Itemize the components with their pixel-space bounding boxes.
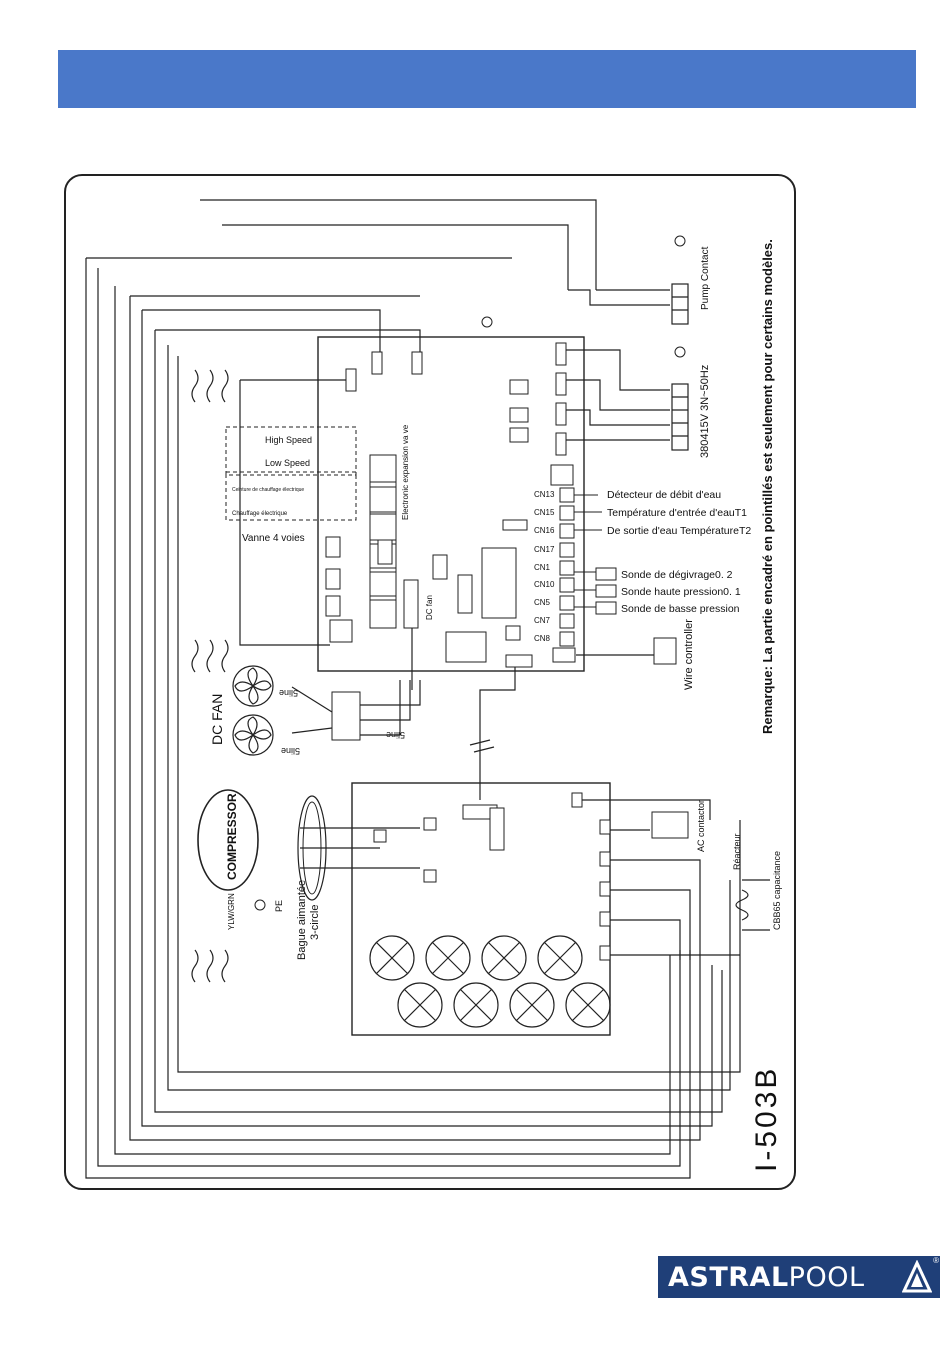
registered-icon: ® <box>933 1256 939 1265</box>
driver-board <box>351 782 611 1036</box>
valve-label: Vanne 4 voies <box>242 533 305 544</box>
compressor-earth-wire: YLW/GRN <box>227 893 236 930</box>
ac-contactor-label: AC contactor <box>696 800 706 852</box>
fan-line-label-2: 5line <box>281 746 300 756</box>
sensor-cn17: CN17 <box>534 545 555 554</box>
sensor-label-cn10: Sonde haute pression0. 1 <box>621 586 741 598</box>
logo-text-bold: ASTRAL <box>668 1261 789 1293</box>
high-speed-label: High Speed <box>265 435 312 445</box>
dc-fan-board-label: DC fan <box>425 595 434 620</box>
dc-fan-title: DC FAN <box>209 694 225 745</box>
fan-line-label-1: 5line <box>279 688 298 698</box>
sensor-cn16: CN16 <box>534 526 555 535</box>
sensor-cn7: CN7 <box>534 616 551 625</box>
power-supply-label: 380415V 3N~50Hz <box>699 365 711 458</box>
compressor-icon <box>197 789 259 891</box>
horizontal-labels: Détecteur de débit d'eau Température d'e… <box>232 435 751 643</box>
fan-line-label-3: 5line <box>386 730 405 740</box>
low-speed-label: Low Speed <box>265 458 310 468</box>
relay-blocks <box>369 454 487 663</box>
model-code: I-503B <box>750 1066 783 1172</box>
astralpool-logo: ASTRALPOOL ® <box>658 1256 940 1298</box>
wiring-diagram-frame <box>64 174 796 1190</box>
triangle-logo-icon <box>902 1260 932 1293</box>
sensor-cn13: CN13 <box>534 490 555 499</box>
wire-bundle <box>85 199 770 1179</box>
heater-label: Chauffage électrique <box>232 511 288 517</box>
sensor-label-cn5: Sonde de basse pression <box>621 603 740 615</box>
sensor-label-cn15: Température d'entrée d'eauT1 <box>607 507 747 519</box>
ground-icons <box>254 235 686 911</box>
electronic-expansion-label: Electronic expansion va ve <box>401 424 410 520</box>
ring-sub-label: 3-circle <box>309 905 321 940</box>
dc-fan-icons <box>232 665 274 756</box>
pump-contact-label: Pump Contact <box>700 246 711 310</box>
optional-region <box>225 471 357 521</box>
capacitors <box>369 935 611 1028</box>
ring-label: Bague aimantée <box>296 880 308 960</box>
rotated-labels: I-503B Remarque: La partie encadré en po… <box>209 239 783 1172</box>
sensor-label-cn16: De sortie d'eau TempératureT2 <box>607 525 751 537</box>
sensor-cn8: CN8 <box>534 634 551 643</box>
remark-note: Remarque: La partie encadré en pointillé… <box>760 239 775 734</box>
magnetic-ring-icon <box>297 795 327 901</box>
capacitance-label: CBB65 capacitance <box>772 851 782 930</box>
connectors <box>325 342 689 961</box>
sensor-cn15: CN15 <box>534 508 555 517</box>
wire-controller-label: Wire controller <box>683 619 695 690</box>
compressor-label: COMPRESSOR <box>225 793 239 880</box>
sensor-cn10: CN10 <box>534 580 555 589</box>
reactor-label: Réacteur <box>732 833 742 870</box>
heater-belt-label: Ceinture de chauffage électrique <box>232 487 304 493</box>
sensor-cn5: CN5 <box>534 598 551 607</box>
logo-text-light: POOL <box>788 1261 865 1293</box>
sensor-label-cn1: Sonde de dégivrage0. 2 <box>621 569 733 581</box>
power-terminal <box>671 283 689 451</box>
compressor-pe: PE <box>274 900 284 912</box>
sensor-cn1: CN1 <box>534 563 551 572</box>
sensor-label-cn13: Détecteur de débit d'eau <box>607 489 721 501</box>
main-board <box>317 336 585 672</box>
header-banner <box>58 50 916 108</box>
